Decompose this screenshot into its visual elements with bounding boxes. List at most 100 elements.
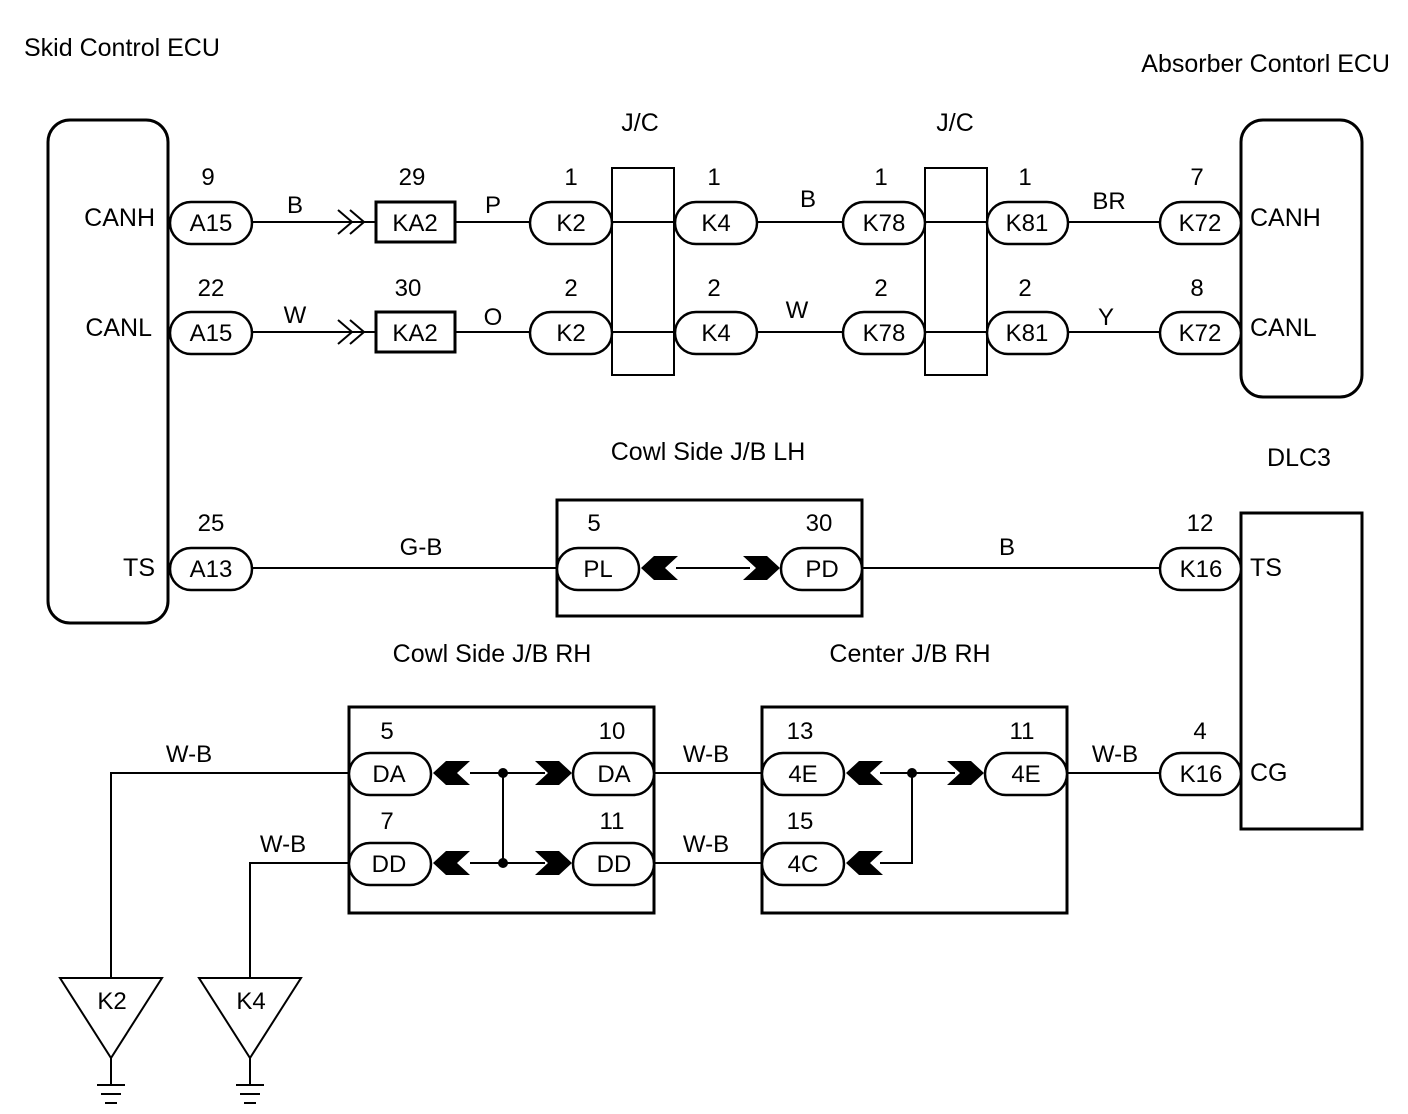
4e-right-pin: 11 <box>1010 718 1035 745</box>
canh-k81-label: K81 <box>1006 210 1049 237</box>
canh-k78-label: K78 <box>863 210 906 237</box>
ground-wire-right-color: W-B <box>1092 741 1138 768</box>
cowl-lh-title: Cowl Side J/B LH <box>611 438 806 466</box>
canl-wire1-color: W <box>284 302 307 329</box>
absorber-canl-label: CANL <box>1250 314 1317 342</box>
skid-canh-label: CANH <box>84 204 155 232</box>
canh-k2-label: K2 <box>556 210 585 237</box>
canh-k4-label: K4 <box>701 210 730 237</box>
canh-a15-connector <box>168 200 254 246</box>
4e-right-connector <box>983 751 1069 797</box>
female-terminal-icon <box>846 761 883 785</box>
canh-k81-pin: 1 <box>1018 164 1031 191</box>
dd-left-connector <box>347 841 433 887</box>
canh-k72-connector <box>1158 200 1243 246</box>
ts-a13-label: A13 <box>190 556 233 583</box>
da-right-connector <box>571 751 656 797</box>
ground-point-k2 <box>58 977 164 1060</box>
canh-a15-pin: 9 <box>201 164 214 191</box>
skid-ecu-title: Skid Control ECU <box>24 34 220 62</box>
canh-ka2-connector <box>374 200 457 244</box>
ground-wire-dd-color: W-B <box>260 831 306 858</box>
canh-ka2-pin: 29 <box>399 164 426 191</box>
da-left-label: DA <box>372 761 405 788</box>
da-left-pin: 5 <box>380 718 393 745</box>
canl-a15-pin: 22 <box>198 275 225 302</box>
canh-k72-label: K72 <box>1179 210 1222 237</box>
cowl-rh-title: Cowl Side J/B RH <box>393 640 592 668</box>
splice-dot <box>498 858 508 868</box>
ground-k4-label: K4 <box>236 988 265 1015</box>
canl-wire3-color: W <box>786 297 809 324</box>
da-right-pin: 10 <box>599 718 626 745</box>
canl-k2-label: K2 <box>556 320 585 347</box>
pl-female-terminal-icon <box>641 556 678 580</box>
canh-k78-connector <box>841 200 927 246</box>
skid-ts-label: TS <box>123 554 155 582</box>
da-right-label: DA <box>597 761 630 788</box>
dd-right-label: DD <box>597 851 632 878</box>
ts-pl-connector <box>555 546 641 592</box>
male-terminal-icon <box>535 761 572 785</box>
male-terminal-icon <box>947 761 984 785</box>
ts-pd-connector <box>779 546 864 592</box>
canl-k78-label: K78 <box>863 320 906 347</box>
ts-a13-pin: 25 <box>198 510 225 537</box>
ts-wire2-color: B <box>999 534 1015 561</box>
4e-left-pin: 13 <box>787 718 814 745</box>
4e-right-label: 4E <box>1011 761 1040 788</box>
canl-k72-pin: 8 <box>1190 275 1203 302</box>
canl-a15-connector <box>168 310 254 356</box>
dd-right-connector <box>571 841 656 887</box>
dd-left-label: DD <box>372 851 407 878</box>
da-left-connector <box>347 751 433 797</box>
canl-ka2-label: KA2 <box>392 320 437 347</box>
ts-pd-pin: 30 <box>806 510 833 537</box>
4e-left-label: 4E <box>788 761 817 788</box>
absorber-ecu-block <box>1239 118 1364 399</box>
canh-wire4-color: BR <box>1092 188 1125 215</box>
jc-right-block <box>924 167 988 376</box>
canl-a15-label: A15 <box>190 320 233 347</box>
canl-k81-connector <box>985 310 1070 356</box>
canl-k78-connector <box>841 310 927 356</box>
ground-icon <box>97 1084 125 1104</box>
canh-k4-connector <box>673 200 759 246</box>
male-terminal-icon <box>535 851 572 875</box>
canh-wire3-color: B <box>800 186 816 213</box>
center-rh-title: Center J/B RH <box>829 640 990 668</box>
cg-k16-pin: 4 <box>1193 718 1206 745</box>
canl-k81-label: K81 <box>1006 320 1049 347</box>
canl-wire4-color: Y <box>1098 304 1114 331</box>
canl-k4-connector <box>673 310 759 356</box>
splice-dot <box>907 768 917 778</box>
skid-canl-label: CANL <box>85 314 152 342</box>
canl-k72-label: K72 <box>1179 320 1222 347</box>
female-terminal-icon <box>433 851 470 875</box>
ground-icon <box>236 1084 264 1104</box>
absorber-ecu-title: Absorber Contorl ECU <box>1141 50 1390 78</box>
canl-k4-pin: 2 <box>707 275 720 302</box>
canl-k81-pin: 2 <box>1018 275 1031 302</box>
canl-wire2-color: O <box>484 304 503 331</box>
4c-label: 4C <box>788 851 819 878</box>
dlc3-cg-label: CG <box>1250 759 1288 787</box>
ground-k2-label: K2 <box>97 988 126 1015</box>
canh-k81-connector <box>985 200 1070 246</box>
ts-k16-pin: 12 <box>1187 510 1214 537</box>
canh-k2-pin: 1 <box>564 164 577 191</box>
ground-wire-da-color: W-B <box>166 741 212 768</box>
canl-k72-connector <box>1158 310 1243 356</box>
ts-k16-label: K16 <box>1180 556 1223 583</box>
ts-pl-pin: 5 <box>587 510 600 537</box>
skid-ecu-block <box>46 118 170 625</box>
canl-ka2-pin: 30 <box>395 275 422 302</box>
canl-k78-pin: 2 <box>874 275 887 302</box>
jc-left-title: J/C <box>621 109 659 137</box>
ts-a13-connector <box>168 546 254 592</box>
dd-left-pin: 7 <box>380 808 393 835</box>
splice-dot <box>498 768 508 778</box>
canh-wire1-color: B <box>287 192 303 219</box>
ts-pd-label: PD <box>805 556 838 583</box>
